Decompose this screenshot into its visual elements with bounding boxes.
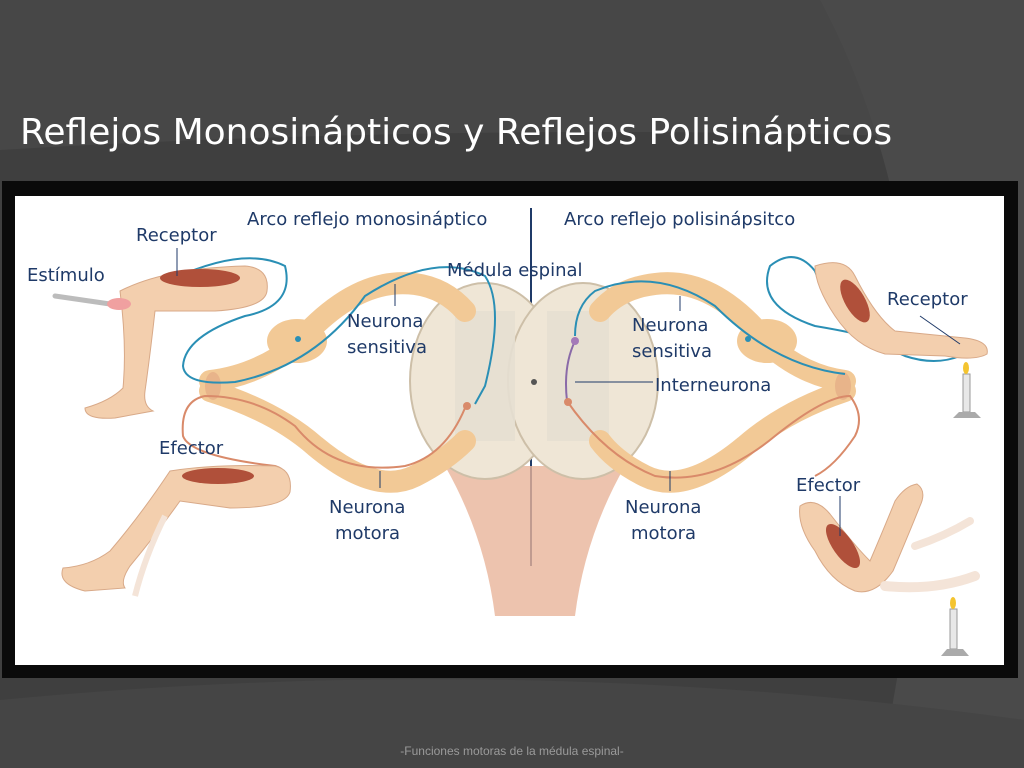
header-polysynaptic: Arco reflejo polisinápsitco <box>564 209 796 230</box>
right-sensory-fiber-inner <box>574 280 846 375</box>
label-spinal-cord: Médula espinal <box>447 260 583 281</box>
right-motor-fiber <box>566 394 860 479</box>
right-sensory-cell-body <box>745 336 751 342</box>
label-left-sensory-neuron-2: sensitiva <box>347 337 427 358</box>
candle-icon-upper <box>953 362 981 418</box>
label-right-sensory-neuron-1: Neurona <box>632 315 709 336</box>
header-monosynaptic: Arco reflejo monosináptico <box>247 209 488 230</box>
left-leg-lower <box>61 465 291 597</box>
left-sensory-fiber <box>174 257 496 405</box>
candle-icon-lower <box>941 597 969 656</box>
right-arm-upper <box>814 262 988 359</box>
label-left-receptor: Receptor <box>136 225 217 246</box>
interneuron-cell-body <box>571 337 579 345</box>
label-right-sensory-neuron-2: sensitiva <box>632 341 712 362</box>
reflex-arc-illustration <box>52 208 988 656</box>
label-right-motor-neuron-1: Neurona <box>625 497 702 518</box>
left-nerve-root <box>205 372 221 400</box>
right-motor-cell-body <box>564 398 572 406</box>
label-left-motor-neuron-1: Neurona <box>329 497 406 518</box>
right-nerve-root <box>835 372 851 400</box>
reflex-hammer-icon <box>52 293 131 310</box>
left-motor-cell-body <box>463 402 471 410</box>
spinal-cord-section <box>409 282 659 616</box>
interneuron-fiber <box>565 340 576 402</box>
label-left-sensory-neuron-1: Neurona <box>347 311 424 332</box>
slide-footer: -Funciones motoras de la médula espinal- <box>400 744 624 758</box>
label-interneuron: Interneurona <box>655 375 772 396</box>
right-motor-nerve <box>589 380 856 493</box>
right-arm-lower <box>799 483 980 593</box>
label-right-motor-neuron-2: motora <box>631 523 697 544</box>
right-sensory-nerve <box>589 272 856 392</box>
label-stimulus: Estímulo <box>27 265 105 286</box>
label-left-effector: Efector <box>159 438 224 459</box>
label-right-receptor: Receptor <box>887 289 968 310</box>
left-motor-nerve <box>199 380 476 493</box>
left-sensory-cell-body <box>295 336 301 342</box>
left-motor-fiber <box>181 394 466 477</box>
right-sensory-fiber <box>766 256 961 362</box>
label-right-effector: Efector <box>796 475 861 496</box>
slide-title: Reflejos Monosinápticos y Reflejos Polis… <box>20 112 893 154</box>
leader-lines <box>176 248 961 536</box>
reflex-arc-diagram: Arco reflejo monosináptico Arco reflejo … <box>15 196 1004 665</box>
label-left-motor-neuron-2: motora <box>335 523 401 544</box>
